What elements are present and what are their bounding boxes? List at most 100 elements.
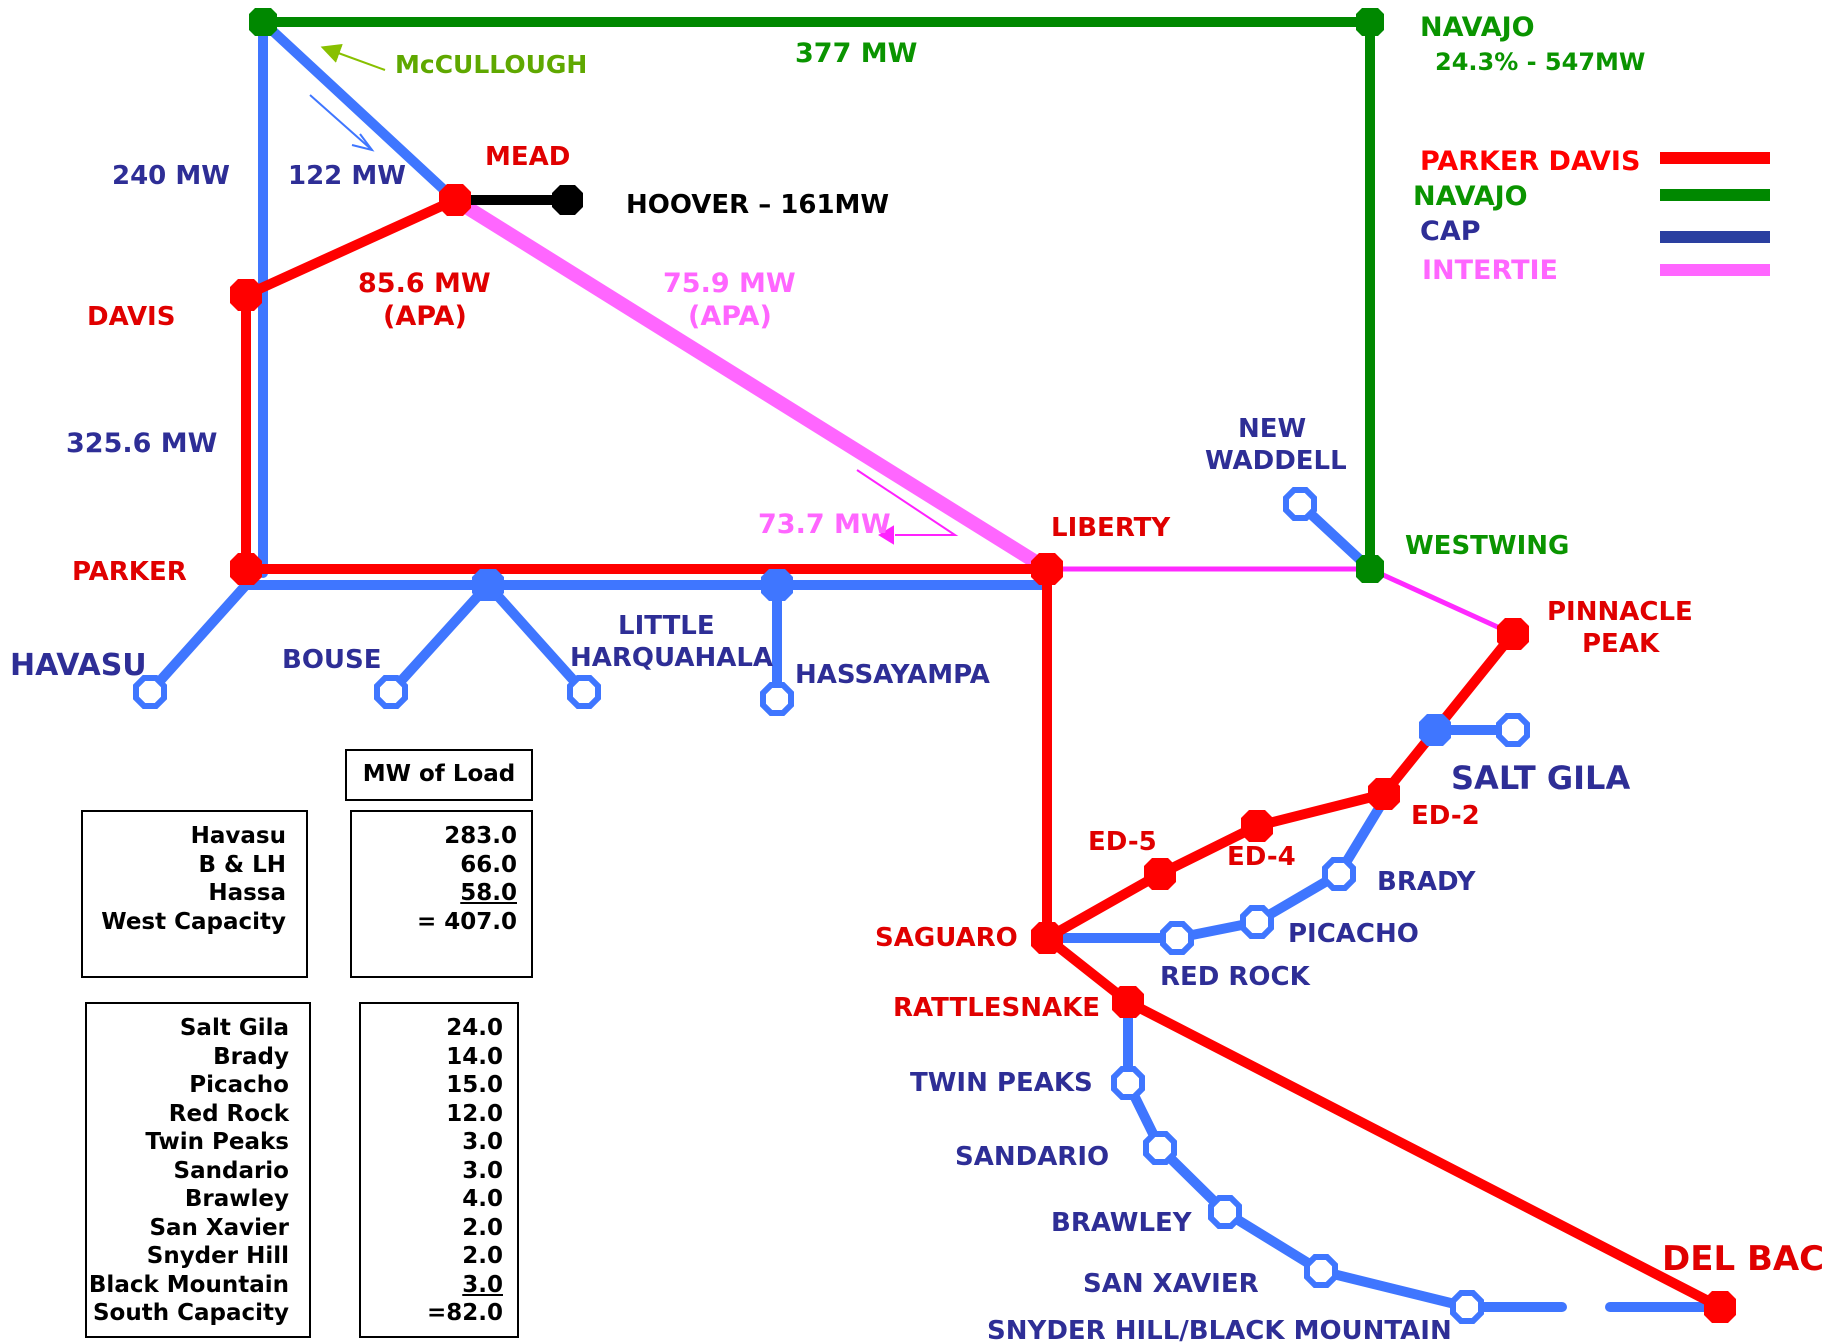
south-name-row: Picacho [87, 1071, 309, 1100]
cap-solid-nodes [472, 569, 1451, 746]
node-label-salt-gila: SALT GILA [1451, 759, 1630, 797]
south-name-capacity: South Capacity [92, 1300, 289, 1326]
davis-mead-flow-label: 85.6 MW [358, 268, 491, 299]
node-label-liberty: LIBERTY [1051, 513, 1171, 543]
south-name-row: Twin Peaks [87, 1128, 309, 1157]
legend-label-navajo: NAVAJO [1413, 181, 1528, 212]
node-label-hassayampa: HASSAYAMPA [795, 660, 990, 690]
node-label-rattlesnake: RATTLESNAKE [893, 993, 1100, 1023]
south-name-salt-gila: Salt Gila [179, 1015, 289, 1041]
west-value-row: 58.0 [352, 879, 531, 908]
south-name-row: Red Rock [87, 1100, 309, 1129]
south-name-row: Black Mountain [87, 1271, 309, 1300]
west-load-values-box: 283.0 66.0 58.0 = 407.0 [350, 810, 533, 978]
cap-open-nodes [133, 487, 1530, 1324]
west-name-havasu: Havasu [190, 823, 286, 849]
south-value-row: 3.0 [361, 1128, 517, 1157]
west-value-row: = 407.0 [352, 908, 531, 937]
node-label-mead: MEAD [485, 142, 570, 172]
node-label-twin-peaks: TWIN PEAKS [910, 1068, 1093, 1098]
hoover-label: HOOVER – 161MW [626, 190, 889, 220]
west-value-row: 66.0 [352, 851, 531, 880]
south-value-row: 4.0 [361, 1185, 517, 1214]
south-value-row: 14.0 [361, 1043, 517, 1072]
intertie-note-label: (APA) [688, 301, 772, 332]
south-name-red-rock: Red Rock [168, 1100, 289, 1127]
south-name-brawley: Brawley [184, 1186, 289, 1212]
node-label-snyder-hill-black-mountain: SNYDER HILL/BLACK MOUNTAIN [987, 1316, 1452, 1343]
intertie-line-mead-liberty [451, 194, 1051, 575]
south-name-row: Salt Gila [87, 1014, 309, 1043]
south-name-row: South Capacity [87, 1299, 309, 1328]
south-value-row: =82.0 [361, 1299, 517, 1328]
node-label-brawley: BRAWLEY [1051, 1208, 1193, 1238]
mccullough-label: McCULLOUGH [395, 50, 587, 79]
intertie-return-flow-label: 73.7 MW [758, 509, 891, 540]
node-label-little: LITTLE [618, 611, 715, 641]
south-value-picacho: 15.0 [446, 1072, 503, 1098]
south-value-red-rock: 12.0 [446, 1100, 503, 1127]
load-table-header-text: MW of Load [362, 761, 516, 787]
south-value-row: 15.0 [361, 1071, 517, 1100]
node-label-peak: PEAK [1582, 629, 1660, 659]
navajo-nodes [249, 8, 1384, 583]
south-value-salt-gila: 24.0 [446, 1015, 503, 1041]
node-label-pinnacle: PINNACLE [1547, 597, 1693, 627]
west-name-capacity: West Capacity [101, 908, 286, 935]
node-label-saguaro: SAGUARO [875, 923, 1018, 953]
south-name-brady: Brady [213, 1043, 289, 1070]
south-name-twin-peaks: Twin Peaks [145, 1129, 289, 1155]
south-name-san-xavier: San Xavier [149, 1214, 289, 1241]
node-label-red-rock: RED ROCK [1160, 962, 1311, 992]
west-value-havasu: 283.0 [444, 823, 517, 849]
south-name-row: Snyder Hill [87, 1242, 309, 1271]
legend-label-cap: CAP [1420, 216, 1481, 247]
south-value-black-mountain: 3.0 [462, 1271, 503, 1298]
legend-label-parker-davis: PARKER DAVIS [1420, 146, 1640, 177]
west-value-b-lh: 66.0 [460, 851, 517, 878]
navajo-share-label: 24.3% - 547MW [1435, 48, 1645, 76]
node-label-bouse: BOUSE [282, 645, 382, 675]
load-table-header: MW of Load [345, 749, 533, 801]
south-value-snyder-hill: 2.0 [462, 1243, 503, 1269]
south-value-row: 12.0 [361, 1100, 517, 1129]
south-value-brady: 14.0 [446, 1043, 503, 1070]
node-label-sandario: SANDARIO [955, 1142, 1109, 1172]
navajo-title-label: NAVAJO [1420, 12, 1535, 43]
parker-davis-lines [241, 195, 1725, 1312]
node-label-westwing: WESTWING [1405, 531, 1569, 561]
node-label-havasu: HAVASU [10, 648, 147, 683]
west-name-hassa: Hassa [208, 880, 286, 906]
south-name-row: Brawley [87, 1185, 309, 1214]
south-value-sandario: 3.0 [462, 1157, 503, 1184]
node-label-parker: PARKER [72, 557, 187, 587]
west-value-row: 283.0 [352, 822, 531, 851]
legend-label-intertie: INTERTIE [1422, 255, 1558, 286]
west-value-hassa: 58.0 [460, 880, 517, 906]
south-value-san-xavier: 2.0 [462, 1214, 503, 1241]
node-label-new: NEW [1238, 414, 1306, 444]
intertie-line-liberty-pinnacle [1047, 566, 1515, 637]
davis-parker-flow-label: 325.6 MW [66, 428, 217, 459]
node-label-san-xavier: SAN XAVIER [1083, 1269, 1259, 1299]
navajo-flow-label: 377 MW [795, 38, 917, 69]
node-label-harquahala: HARQUAHALA [570, 643, 773, 673]
south-value-brawley: 4.0 [462, 1186, 503, 1212]
south-value-row: 3.0 [361, 1157, 517, 1186]
south-name-snyder-hill: Snyder Hill [146, 1243, 289, 1269]
south-value-row: 3.0 [361, 1271, 517, 1300]
mccullough-arrow [320, 44, 386, 71]
south-name-picacho: Picacho [189, 1072, 289, 1098]
cap-240-label: 240 MW [112, 161, 230, 191]
legend: PARKER DAVIS NAVAJO CAP INTERTIE [1413, 146, 1770, 286]
south-name-row: Brady [87, 1043, 309, 1072]
node-label-ed4: ED-4 [1227, 842, 1296, 872]
hoover-node [552, 185, 583, 215]
south-value-capacity: =82.0 [426, 1300, 503, 1326]
west-name-row: Havasu [83, 822, 306, 851]
west-name-b-lh: B & LH [198, 851, 286, 878]
node-label-picacho: PICACHO [1288, 919, 1419, 949]
node-label-del-bac: DEL BAC [1662, 1239, 1824, 1279]
west-name-row: West Capacity [83, 908, 306, 937]
